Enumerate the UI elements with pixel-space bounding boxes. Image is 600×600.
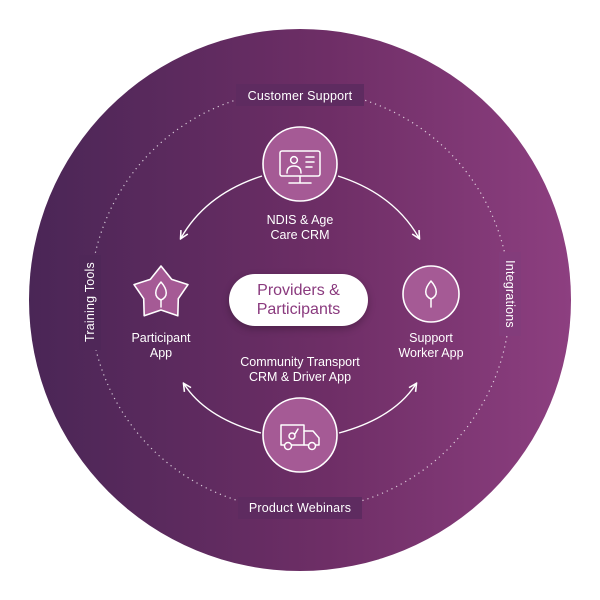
transport-label-line2: CRM & Driver App: [248, 370, 352, 384]
center-pill: Providers & Participants: [229, 274, 368, 326]
transport-node: [262, 397, 338, 473]
arrow-bottom-left: [184, 384, 262, 434]
ring-gap-right: [499, 252, 521, 336]
ring-gap-bottom: [238, 497, 362, 519]
support-worker-label-line2: Worker App: [398, 346, 464, 360]
transport-label-line1: Community Transport: [240, 355, 360, 369]
van-icon: [280, 424, 320, 451]
center-label-line1: Providers &: [257, 282, 340, 299]
crm-label-line1: NDIS & Age: [266, 213, 334, 227]
participant-node: [133, 265, 189, 317]
ring-gap-top: [236, 84, 364, 106]
computer-user-icon: [279, 150, 321, 184]
transport-label: Community Transport CRM & Driver App: [210, 355, 390, 385]
leaf-icon: [425, 280, 437, 308]
crm-label-line2: Care CRM: [270, 228, 330, 242]
support-worker-node: [402, 265, 460, 323]
ring-label-training-tools: Training Tools: [83, 262, 97, 342]
ring-label-product-webinars: Product Webinars: [248, 501, 352, 515]
ring-label-integrations: Integrations: [503, 260, 517, 328]
star-leaf-icon: [155, 281, 167, 308]
crm-label: NDIS & Age Care CRM: [225, 213, 375, 243]
participant-label: Participant App: [111, 331, 211, 361]
ring-gap-left: [79, 255, 101, 350]
support-worker-label-line1: Support: [409, 331, 453, 345]
crm-node: [262, 126, 338, 202]
arrow-top-right: [337, 175, 419, 238]
participant-label-line1: Participant: [131, 331, 191, 345]
arrow-top-left: [181, 175, 263, 238]
arrow-bottom-right: [338, 384, 416, 434]
participant-label-line2: App: [149, 346, 173, 360]
support-worker-label: Support Worker App: [376, 331, 486, 361]
ring-label-customer-support: Customer Support: [247, 89, 353, 103]
center-label-line2: Participants: [256, 301, 341, 318]
